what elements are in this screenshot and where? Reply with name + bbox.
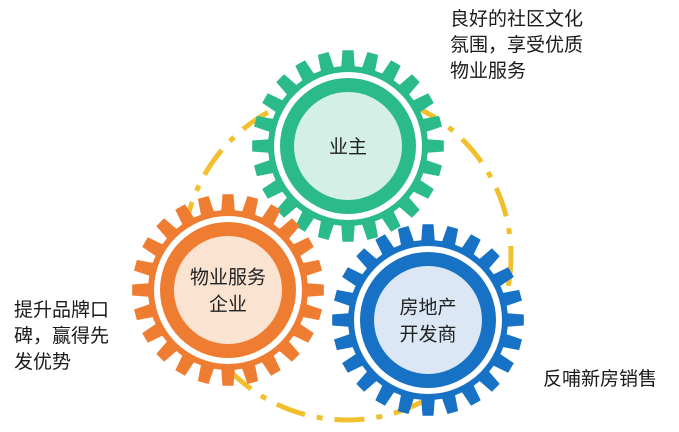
service-benefit-note: 提升品牌口 碑，赢得先 发优势 bbox=[14, 299, 110, 373]
owner-benefit-note: 良好的社区文化 氛围，享受优质 物业服务 bbox=[450, 8, 584, 82]
gear-label-service: 企业 bbox=[209, 294, 247, 316]
gear-center-owner bbox=[294, 92, 402, 200]
gear-label-developer: 房地产 bbox=[399, 297, 456, 319]
connector-ring bbox=[180, 89, 514, 423]
gear-label-service: 物业服务 bbox=[190, 267, 266, 289]
developer-benefit-note: 反哺新房销售 bbox=[543, 368, 658, 390]
gear-center-service bbox=[174, 236, 282, 344]
gear-center-developer bbox=[374, 266, 482, 374]
gear-label-developer: 开发商 bbox=[399, 324, 456, 346]
gear-owner: 业主 bbox=[252, 50, 444, 242]
gear-label-owner: 业主 bbox=[329, 136, 367, 158]
